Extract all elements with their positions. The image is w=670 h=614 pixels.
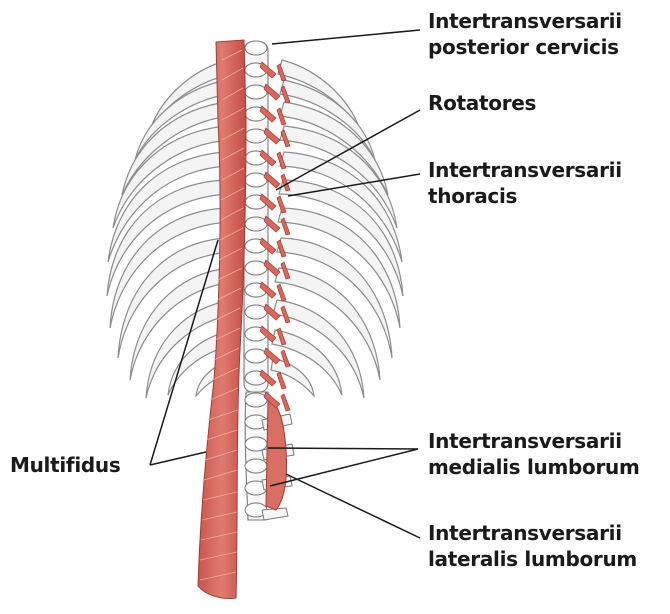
right-rib <box>271 358 314 396</box>
vertebra <box>245 459 267 473</box>
label-rotatores: Rotatores <box>428 90 536 116</box>
vertebra <box>245 217 267 231</box>
label-intertransversarii-lateralis-lumborum: Intertransversarii lateralis lumborum <box>428 520 637 572</box>
vertebra <box>245 261 267 275</box>
intertransversarii-slip <box>277 196 286 213</box>
intertransversarii-slip <box>281 394 290 411</box>
label-line: Intertransversarii <box>428 157 622 183</box>
label-intertransversarii-medialis-lumborum: Intertransversarii medialis lumborum <box>428 428 639 480</box>
vertebra <box>245 173 267 187</box>
label-line: thoracis <box>428 183 622 209</box>
label-line: Intertransversarii <box>428 8 622 34</box>
label-intertransversarii-thoracis: Intertransversarii thoracis <box>428 157 622 209</box>
vertebra <box>245 349 267 363</box>
vertebra <box>245 41 267 55</box>
label-line: lateralis lumborum <box>428 546 637 572</box>
label-line: Intertransversarii <box>428 520 637 546</box>
intertransversarii-slip <box>277 284 286 301</box>
vertebra <box>245 437 267 451</box>
leader-line-posterior-cervicis <box>272 30 420 44</box>
vertebra <box>245 393 267 407</box>
label-line: posterior cervicis <box>428 34 622 60</box>
vertebra <box>245 305 267 319</box>
leader-line-multifidus-b <box>150 452 206 465</box>
label-line: Intertransversarii <box>428 428 639 454</box>
label-line: medialis lumborum <box>428 454 639 480</box>
leader-line-medialis-a <box>268 448 418 449</box>
label-line: Multifidus <box>10 452 120 478</box>
vertebra <box>245 129 267 143</box>
label-multifidus: Multifidus <box>10 452 120 478</box>
label-intertransversarii-posterior-cervicis: Intertransversarii posterior cervicis <box>428 8 622 60</box>
leader-line-lateralis <box>286 474 420 538</box>
label-line: Rotatores <box>428 90 536 116</box>
vertebra <box>245 85 267 99</box>
